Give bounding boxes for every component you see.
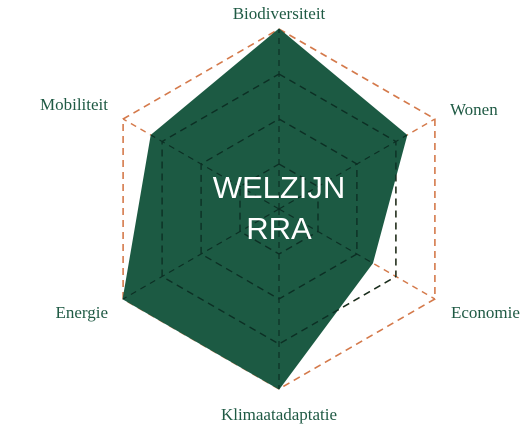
inner-grid-layer [122,29,408,389]
axis-label-wonen: Wonen [450,100,498,119]
axis-label-energie: Energie [55,303,108,322]
inner-spoke-mobiliteit [150,134,280,210]
axis-label-economie: Economie [451,303,520,322]
data-area [122,28,408,390]
axis-label-mobiliteit: Mobiliteit [40,95,108,114]
center-label-line-2: RRA [246,211,312,246]
axis-labels: BiodiversiteitWonenEconomieKlimaatadapta… [40,4,520,424]
inner-spoke-wonen [278,134,408,210]
inner-spoke-economie [278,208,373,264]
axis-label-biodiversiteit: Biodiversiteit [233,4,326,23]
center-label-line-1: WELZIJN [213,170,346,205]
axis-label-klimaatadaptatie: Klimaatadaptatie [221,405,337,424]
inner-spoke-energie [122,208,280,300]
